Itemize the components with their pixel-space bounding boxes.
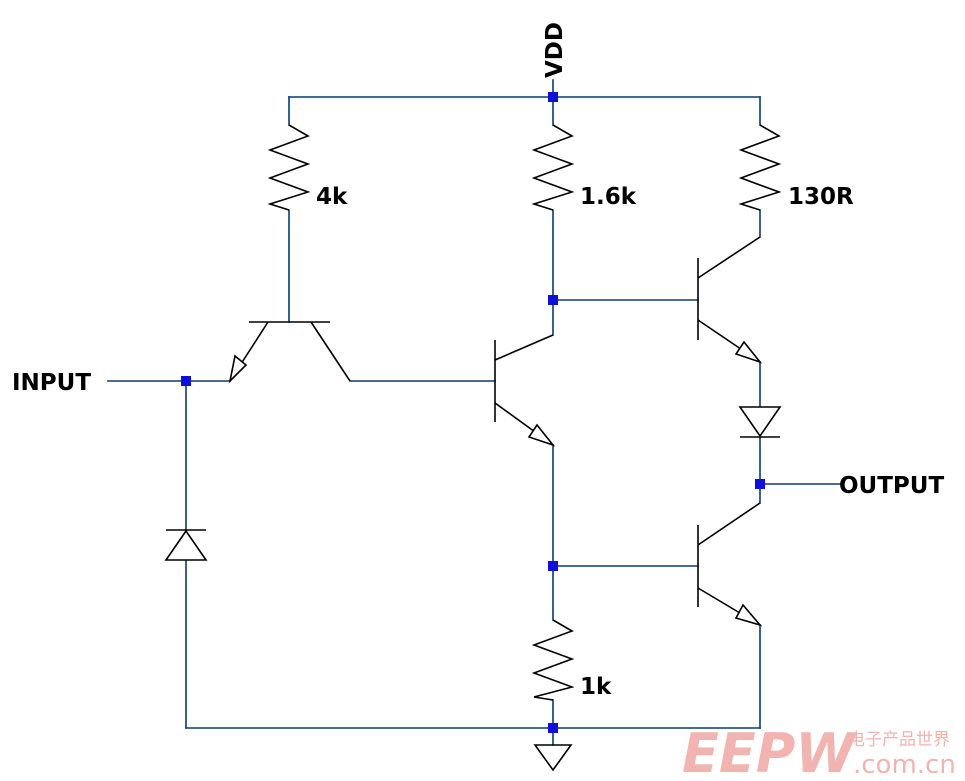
junction-nodes [181, 92, 765, 733]
transistor-q3 [697, 236, 763, 364]
watermark-tagline: 电子产品世界 [848, 730, 950, 750]
label-input: INPUT [12, 370, 91, 396]
watermark-url: .com.cn [853, 750, 956, 780]
node-ground [548, 723, 558, 733]
resistors [267, 124, 782, 701]
watermark-logo: EEPW [682, 722, 857, 781]
resistor-4k [267, 124, 311, 211]
transistor-q2 [494, 334, 556, 447]
node-output [755, 479, 765, 489]
label-r4: 1k [580, 674, 612, 700]
resistor-1k [531, 619, 575, 701]
labels: VDD INPUT OUTPUT 4k 1.6k 130R 1k [12, 22, 944, 700]
transistors [228, 236, 763, 627]
label-vdd: VDD [542, 22, 568, 78]
node-vdd [548, 92, 558, 102]
resistor-130r [738, 124, 782, 211]
label-r3: 130R [788, 184, 854, 210]
transistor-q1 [228, 321, 351, 384]
wires [107, 79, 841, 746]
node-input [181, 376, 191, 386]
watermark: EEPW 电子产品世界 .com.cn [682, 722, 956, 781]
label-output: OUTPUT [839, 473, 944, 499]
node-r2-q3 [548, 295, 558, 305]
diode-d2 [738, 406, 782, 438]
label-r1: 4k [316, 184, 348, 210]
node-q2-q4 [548, 561, 558, 571]
transistor-q4 [697, 502, 763, 627]
diode-d1 [164, 529, 208, 561]
ground-symbol [533, 744, 573, 772]
label-r2: 1.6k [580, 184, 637, 210]
diodes [164, 406, 782, 561]
resistor-1-6k [531, 124, 575, 211]
